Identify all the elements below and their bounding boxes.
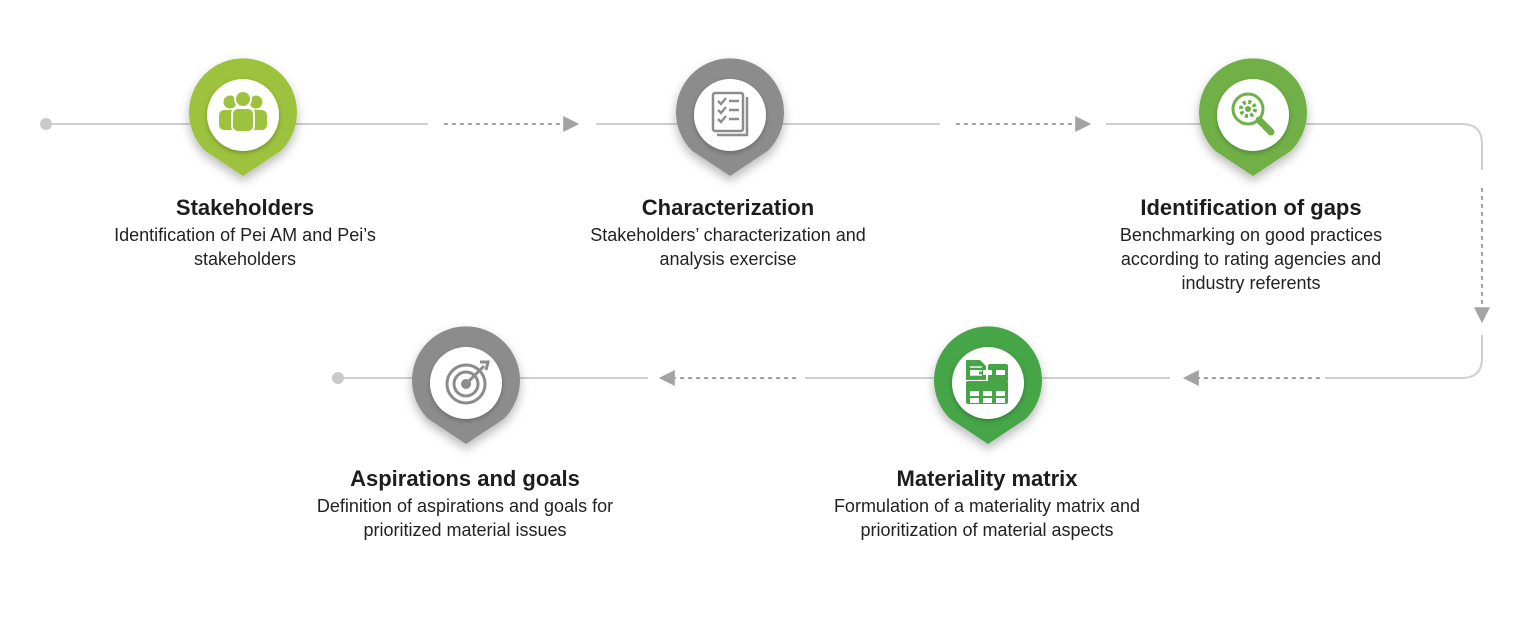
dashed-arrows: [444, 116, 1490, 386]
step-title: Identification of gaps: [1140, 195, 1362, 220]
node-pin-4: [934, 326, 1042, 444]
step-description: Stakeholders’ characterization and analy…: [590, 225, 866, 269]
step-materiality-matrix: Materiality matrix Formulation of a mate…: [797, 466, 1177, 542]
step-description: Benchmarking on good practices according…: [1119, 225, 1383, 293]
step-title: Materiality matrix: [896, 466, 1078, 491]
step-title: Stakeholders: [175, 195, 315, 220]
target-icon: [445, 360, 490, 405]
step-identification-of-gaps: Identification of gaps Benchmarking on g…: [1061, 195, 1441, 295]
matrix-document-icon: [966, 360, 1008, 404]
people-group-icon: [219, 90, 267, 133]
node-pin-3: [1199, 58, 1307, 176]
step-title: Aspirations and goals: [350, 466, 580, 491]
node-pin-5: [412, 326, 520, 444]
node-pin-1: [189, 58, 297, 176]
checklist-icon: [711, 91, 749, 137]
step-description: Identification of Pei AM and Pei’s stake…: [114, 225, 376, 269]
step-aspirations-and-goals: Aspirations and goals Definition of aspi…: [275, 466, 655, 542]
step-description: Definition of aspirations and goals for …: [316, 496, 614, 540]
end-dot: [332, 372, 344, 384]
magnifier-gear-icon: [1231, 92, 1275, 136]
step-title: Characterization: [641, 195, 815, 220]
step-characterization: Characterization Stakeholders’ character…: [538, 195, 918, 271]
step-stakeholders: Stakeholders Identification of Pei AM an…: [55, 195, 435, 271]
start-dot: [40, 118, 52, 130]
step-description: Formulation of a materiality matrix and …: [833, 496, 1141, 540]
node-pin-2: [675, 58, 784, 177]
